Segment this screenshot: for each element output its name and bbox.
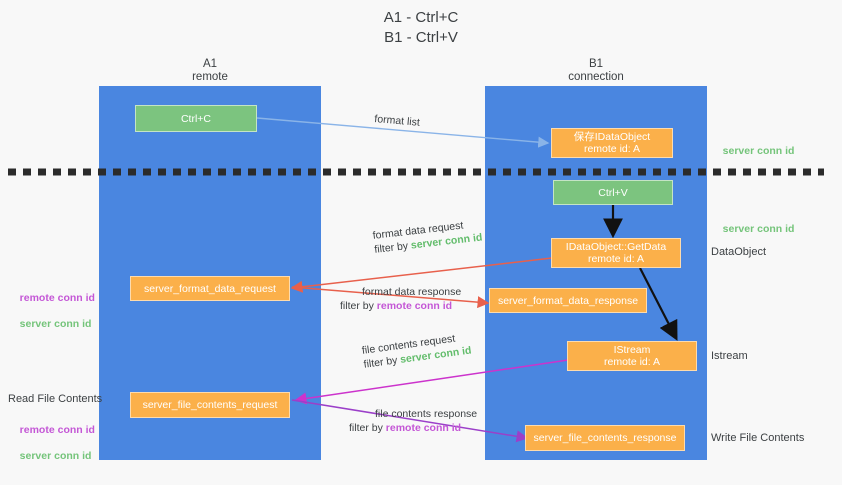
server-conn-id-text: server conn id — [19, 450, 92, 462]
flow-line-1: file contents response — [375, 408, 478, 420]
node-ctrl-v[interactable]: Ctrl+V — [553, 180, 673, 205]
remote-conn-id-text: remote conn id — [19, 424, 95, 436]
label-conn-ids-format: remote conn id server conn id — [8, 279, 95, 344]
flow-filter-word: remote conn id — [376, 300, 453, 312]
arrow-getdata-to-istream — [639, 267, 678, 341]
label-write-file-contents: Write File Contents — [711, 432, 805, 444]
flow-line-1: format list — [373, 112, 421, 129]
arrow-format-data-response — [291, 286, 490, 309]
flow-line-2: filter by — [340, 300, 377, 312]
node-ctrl-c[interactable]: Ctrl+C — [135, 105, 257, 132]
server-conn-id-text: server conn id — [722, 223, 795, 235]
label-server-conn-id-top: server conn id — [711, 132, 795, 171]
flow-line-1: format data response — [362, 286, 462, 298]
node-idataobject[interactable]: 保存IDataObject remote id: A — [551, 128, 673, 158]
remote-conn-id-text: remote conn id — [19, 292, 95, 304]
arrow-format-data-request — [290, 257, 553, 293]
arrow-format-list — [256, 117, 550, 148]
node-getdata[interactable]: IDataObject::GetData remote id: A — [551, 238, 681, 268]
node-server-file-contents-response[interactable]: server_file_contents_response — [525, 425, 685, 451]
node-server-file-contents-request[interactable]: server_file_contents_request — [130, 392, 290, 418]
node-server-format-data-response[interactable]: server_format_data_response — [489, 288, 647, 313]
diagram-title: A1 - Ctrl+C B1 - Ctrl+V — [383, 9, 459, 46]
lane-header-b1: B1 connection — [568, 58, 624, 83]
label-dataobject: DataObject — [711, 246, 767, 258]
label-read-file-contents: Read File Contents — [8, 393, 103, 405]
label-conn-ids-file: remote conn id server conn id — [8, 411, 95, 476]
server-conn-id-text: server conn id — [19, 318, 92, 330]
node-server-format-data-request[interactable]: server_format_data_request — [130, 276, 290, 301]
server-conn-id-text: server conn id — [722, 145, 795, 157]
arrow-file-contents-response — [291, 399, 529, 443]
label-server-conn-id-second: server conn id — [711, 210, 795, 249]
label-istream: Istream — [711, 350, 748, 362]
node-istream[interactable]: IStream remote id: A — [567, 341, 697, 371]
flow-label-file-contents-response: file contents response filter by remote … — [349, 407, 478, 435]
lane-header-a1: A1 remote — [192, 58, 228, 83]
flow-label-format-data-response: format data response filter by remote co… — [340, 285, 462, 313]
flow-line-2: filter by — [349, 422, 386, 434]
flow-filter-word: remote conn id — [385, 422, 462, 434]
arrow-file-contents-request — [294, 359, 569, 405]
